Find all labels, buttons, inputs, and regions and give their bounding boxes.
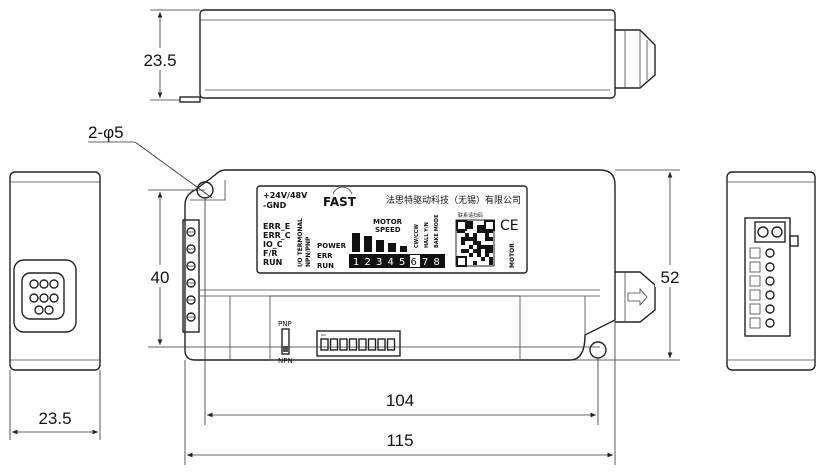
side-width-dimension: 23.5 xyxy=(9,370,101,440)
qr-caption: 联系请扫码 xyxy=(458,212,483,219)
power-label: +24V/48V xyxy=(263,191,308,200)
terminal-screw-icon xyxy=(765,262,775,272)
dip-on-label: ON xyxy=(321,333,326,337)
front-view: +24V/48V -GND FAST 法思特驱动科技（无锡）有限公司 ERR_E… xyxy=(182,169,656,365)
hole-vertical-value: 40 xyxy=(151,268,170,287)
terminal-screw-icon xyxy=(765,318,775,328)
right-side-view xyxy=(726,171,816,371)
terminal-screw-icon xyxy=(186,312,196,322)
qr-code xyxy=(455,219,495,267)
func-hall: HALL Y/N xyxy=(424,222,430,248)
top-height-value: 23.5 xyxy=(143,51,176,70)
body-length-dimension: 115 xyxy=(184,320,616,465)
dip-switch[interactable]: ON xyxy=(316,330,401,357)
top-height-dimension: 23.5 xyxy=(135,9,200,101)
terminal-screw-icon xyxy=(765,290,775,300)
dip-number-8: 8 xyxy=(434,257,440,268)
motor-speed-label-2: SPEED xyxy=(375,226,401,234)
left-side-view xyxy=(9,171,101,371)
hole-vertical-dimension: 40 xyxy=(140,189,600,348)
dip-number-6: 6 xyxy=(411,257,417,268)
connector-pin-icon xyxy=(29,279,39,289)
dip-switch-2[interactable] xyxy=(329,338,339,351)
hole-horizontal-value: 104 xyxy=(386,391,414,410)
motor-label: MOTOR xyxy=(509,243,516,268)
ce-mark: CE xyxy=(500,218,519,234)
motor-speed-label-1: MOTOR xyxy=(373,218,403,226)
terminal-screw-icon xyxy=(186,244,196,254)
dip-number-strip xyxy=(349,254,445,268)
func-bake-mode: BAKE MODE xyxy=(434,214,440,248)
io-terminal-label: I/O TERMONAL xyxy=(297,218,304,267)
terminal-screw-icon xyxy=(186,227,196,237)
connector-pin-icon xyxy=(49,279,59,289)
dip-switch-3[interactable] xyxy=(339,338,348,351)
motor-connector xyxy=(615,271,656,323)
dip-switch-4[interactable] xyxy=(348,338,358,351)
terminal-screw-icon xyxy=(186,278,196,288)
label-panel xyxy=(256,185,528,274)
dip-number-3: 3 xyxy=(376,257,382,268)
connector-pin-icon xyxy=(29,293,39,303)
pnp-label: PNP xyxy=(278,320,292,328)
pin-fr: F/R xyxy=(263,249,278,258)
dip-number-2: 2 xyxy=(365,257,371,268)
side-width-value: 23.5 xyxy=(38,409,71,428)
led-run: RUN xyxy=(317,262,334,270)
terminal-screw-icon xyxy=(186,261,196,271)
led-err: ERR xyxy=(317,252,333,260)
speed-bars xyxy=(352,233,407,252)
hole-spec-callout: 2-φ5 xyxy=(88,123,213,199)
npn-pnp-switch[interactable] xyxy=(281,328,290,355)
top-view xyxy=(179,9,656,103)
body-height-dimension: 52 xyxy=(570,169,685,361)
dip-switch-5[interactable] xyxy=(358,338,367,351)
pin-io-c: IO_C xyxy=(263,240,283,249)
ground-label: -GND xyxy=(263,201,287,210)
led-power: POWER xyxy=(317,242,347,250)
terminal-screw-icon xyxy=(765,248,775,258)
dip-number-7: 7 xyxy=(422,257,428,268)
pin-run: RUN xyxy=(263,258,282,267)
npn-label: NPN xyxy=(278,357,293,365)
connector-pin-icon xyxy=(49,293,59,303)
connector-pin-icon xyxy=(44,305,54,315)
dip-number-1: 1 xyxy=(353,257,359,268)
io-terminal-block xyxy=(182,219,200,333)
fast-logo: FAST xyxy=(323,186,357,209)
connector-pin-icon xyxy=(39,293,49,303)
terminal-screw-icon xyxy=(765,304,775,314)
npn-pnp-label: NPN/PNP xyxy=(305,236,312,267)
dip-number-5: 5 xyxy=(399,257,405,268)
func-cw-ccw: CW/CCW xyxy=(414,224,420,248)
hole-spec-value: 2-φ5 xyxy=(88,123,124,142)
dip-switch-6[interactable] xyxy=(367,338,377,351)
terminal-screw-icon xyxy=(186,295,196,305)
terminal-screw-icon xyxy=(765,276,775,286)
connector-pin-icon xyxy=(39,279,49,289)
pin-err-c: ERR_C xyxy=(263,231,291,240)
body-length-value: 115 xyxy=(386,431,413,450)
hole-horizontal-dimension: 104 xyxy=(204,198,599,425)
body-height-value: 52 xyxy=(661,268,680,287)
connector-pin-icon xyxy=(34,305,44,315)
dip-switch-1[interactable] xyxy=(320,338,329,351)
mounting-hole-right xyxy=(589,341,607,359)
dip-switch-8[interactable] xyxy=(386,338,396,351)
dip-switch-7[interactable] xyxy=(377,338,386,351)
dip-number-4: 4 xyxy=(388,257,394,268)
company-name: 法思特驱动科技（无锡）有限公司 xyxy=(386,194,521,206)
brand-text: FAST xyxy=(323,195,357,209)
pin-err-e: ERR_E xyxy=(263,222,290,231)
